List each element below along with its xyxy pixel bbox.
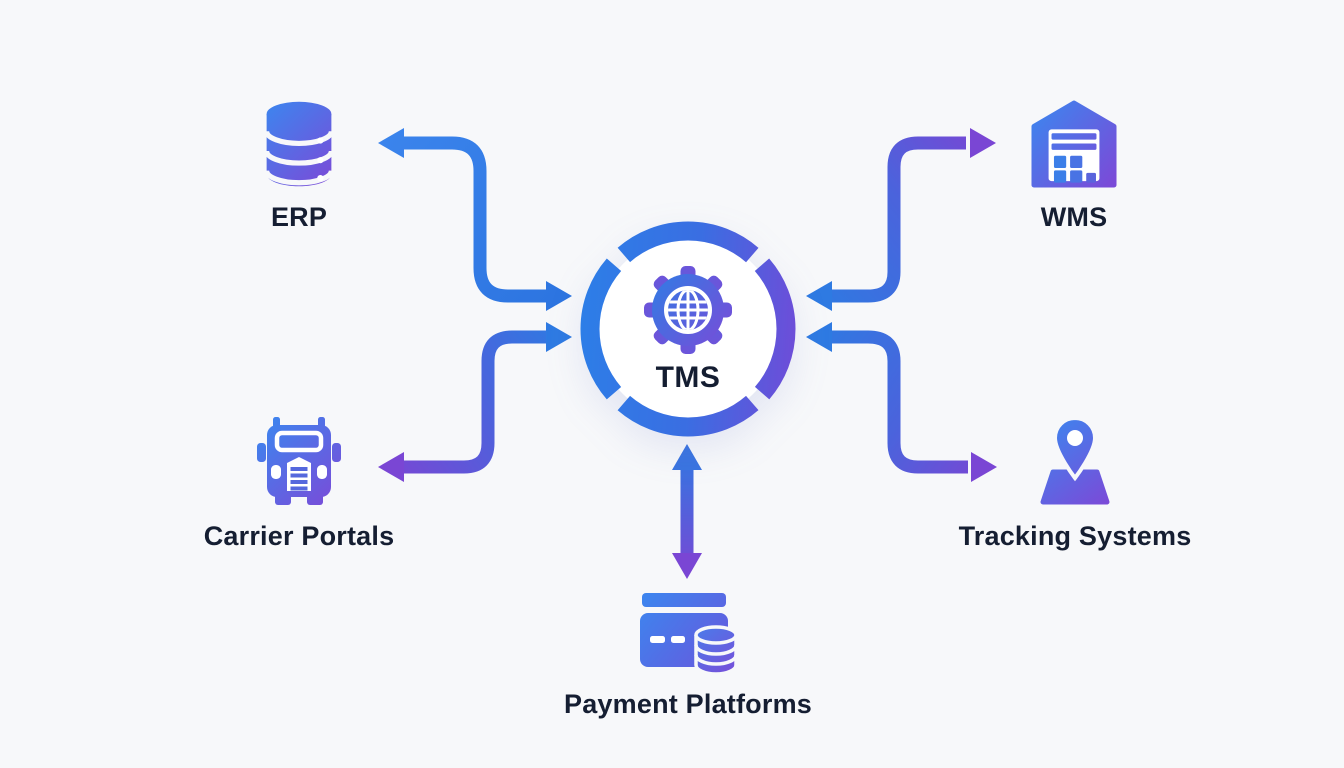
node-label-tracking-systems: Tracking Systems (958, 521, 1192, 551)
arrowhead-right-icon (546, 281, 572, 311)
arrowhead-right-icon (971, 452, 997, 482)
arrowhead-left-icon (806, 322, 832, 352)
arrowhead-up-icon (672, 444, 702, 470)
node-label-wms: WMS (1040, 202, 1108, 232)
gear-globe-icon (644, 266, 732, 354)
arrow-tracking-systems-tms (806, 322, 997, 482)
tms-hub: TMS (568, 209, 808, 449)
arrowhead-right-icon (970, 128, 996, 158)
warehouse-icon (1031, 100, 1117, 188)
arrowhead-left-icon (378, 128, 404, 158)
arrowhead-left-icon (378, 452, 404, 482)
location-pin-icon (1040, 415, 1110, 505)
arrowhead-down-icon (672, 553, 702, 579)
database-icon (264, 101, 334, 187)
hub-label: TMS (655, 361, 721, 394)
node-label-payment-platforms: Payment Platforms (564, 689, 812, 719)
credit-card-coins-icon (640, 593, 736, 676)
arrow-payment-platforms-tms (672, 444, 702, 579)
arrowhead-right-icon (546, 322, 572, 352)
node-label-carrier-portals: Carrier Portals (203, 521, 395, 551)
truck-icon (257, 417, 341, 505)
node-label-erp: ERP (270, 202, 328, 232)
arrow-wms-tms (806, 128, 996, 311)
arrow-erp-tms (378, 128, 572, 311)
arrow-carrier-portals-tms (378, 322, 572, 482)
arrowhead-left-icon (806, 281, 832, 311)
